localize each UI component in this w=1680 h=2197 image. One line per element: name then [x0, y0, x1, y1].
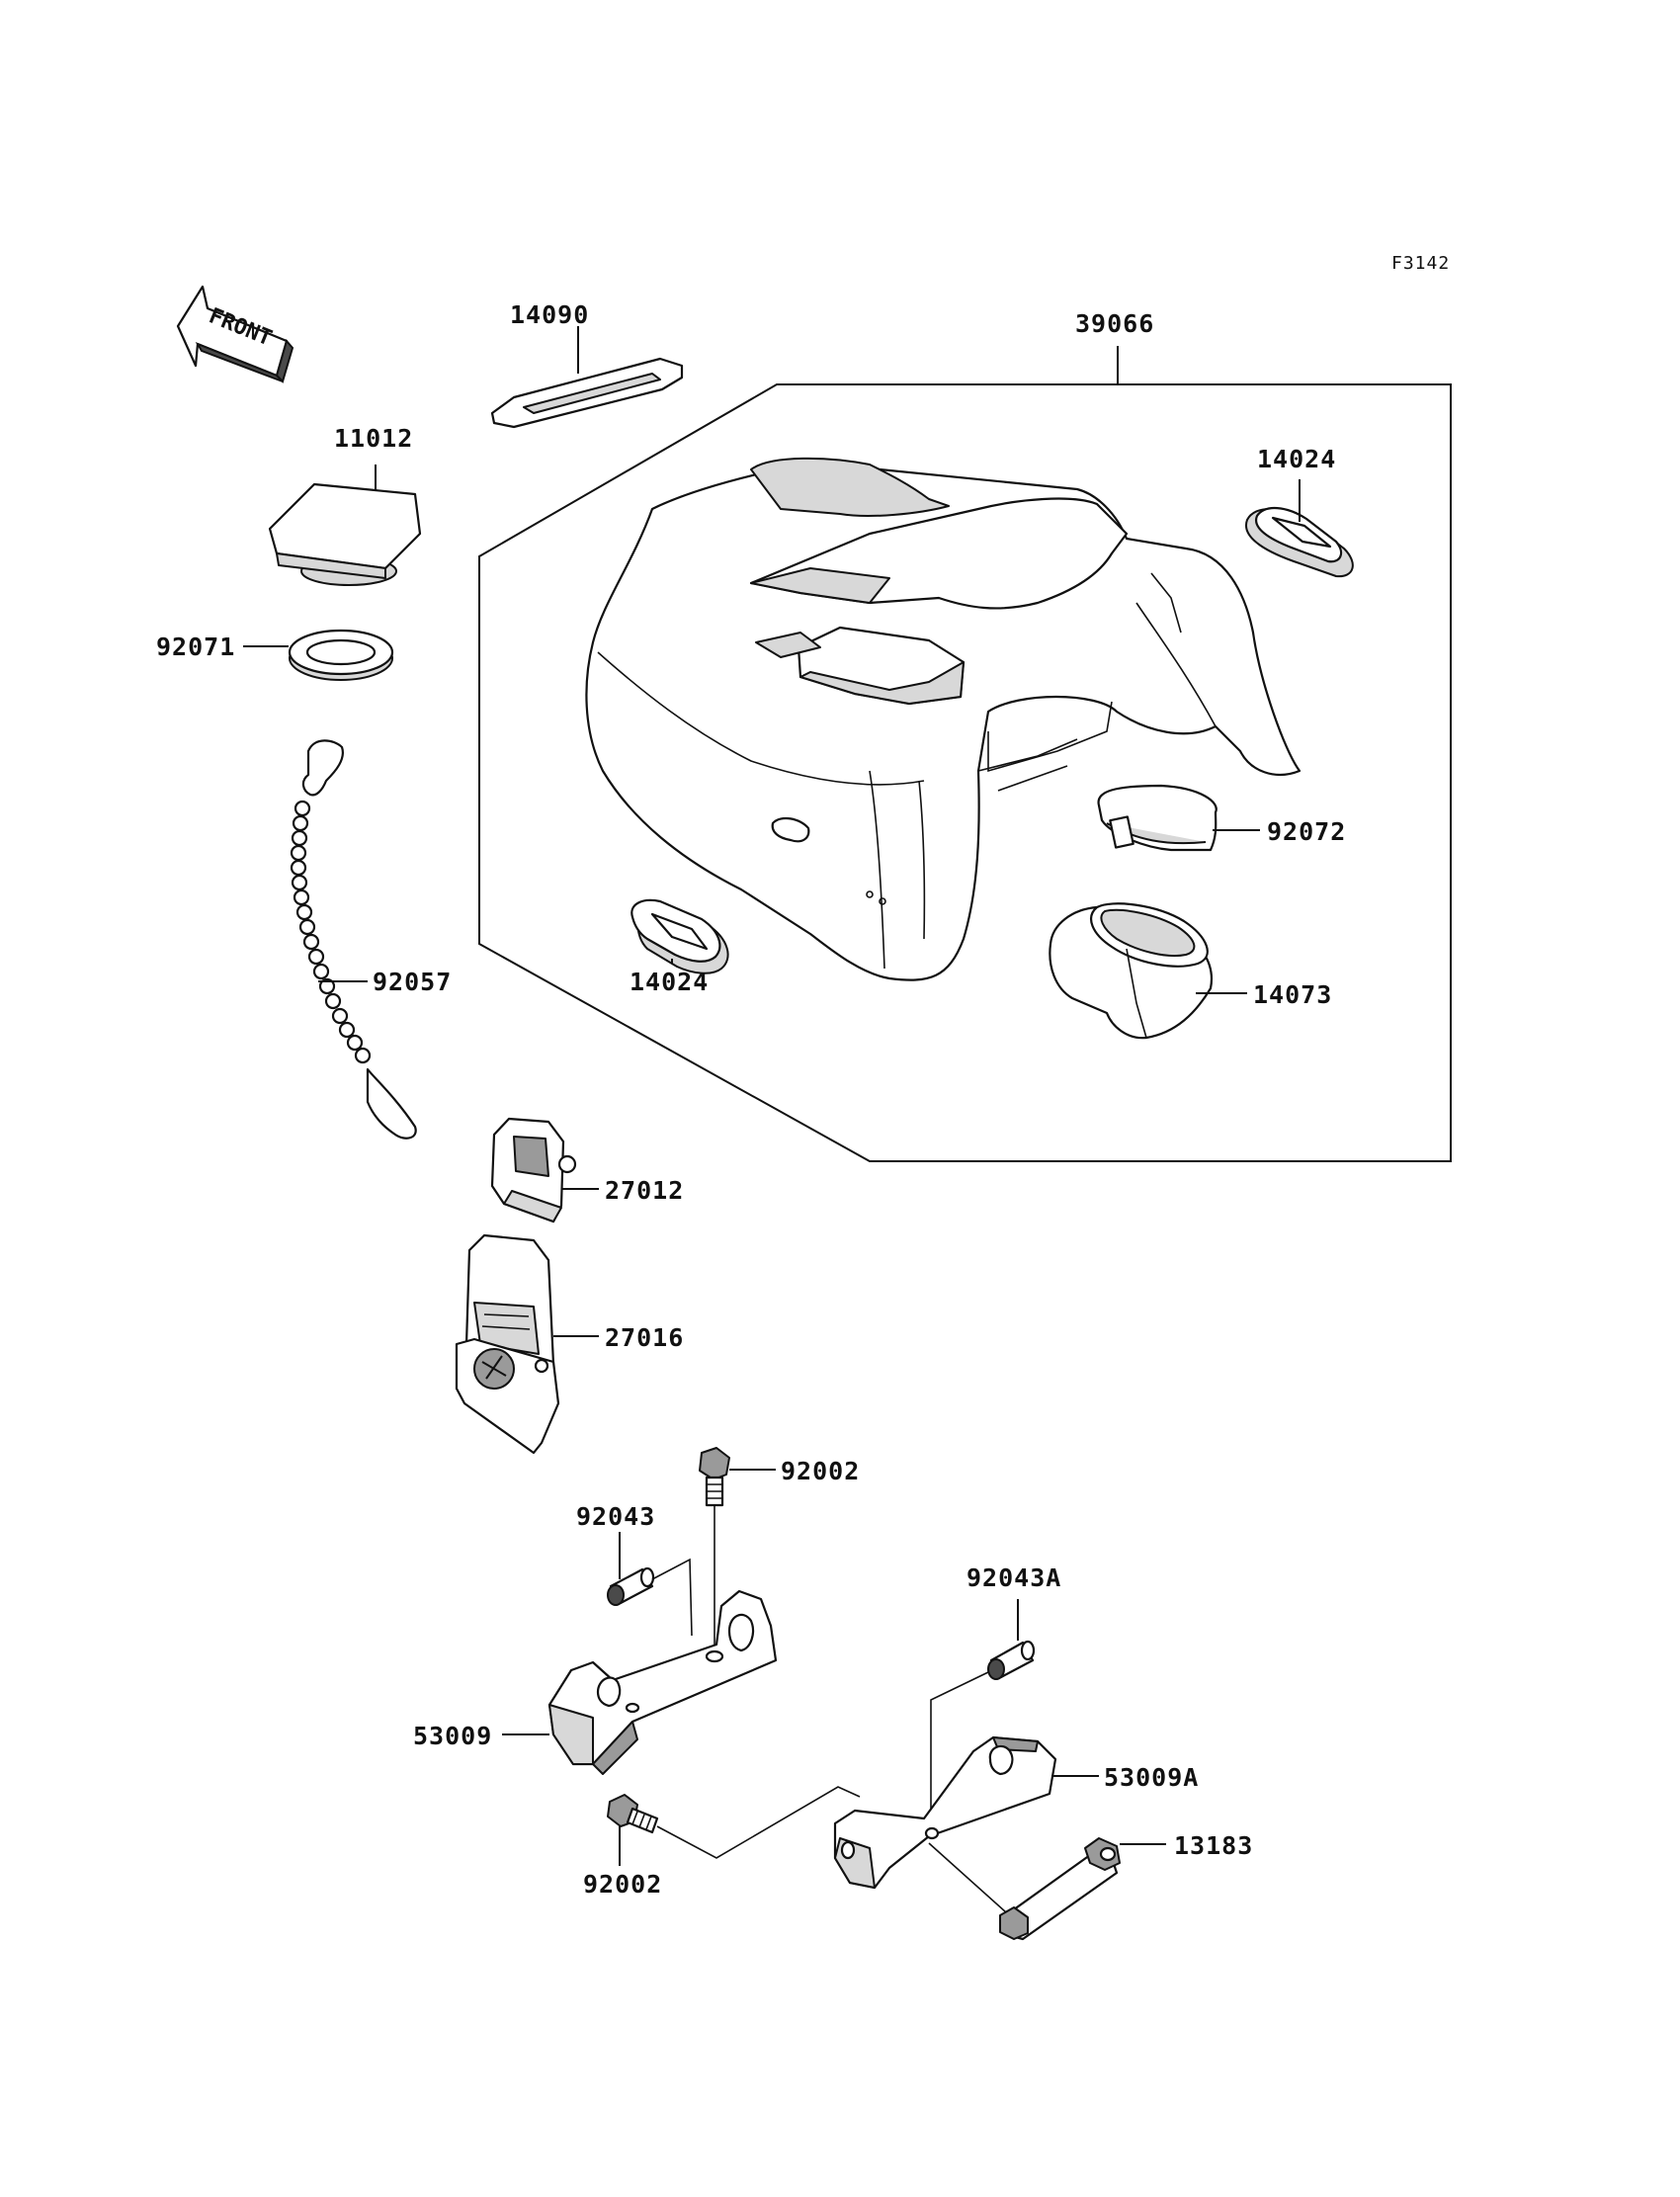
part-label-92002-bottom: 92002 — [583, 1870, 662, 1899]
part-14073-duct — [1049, 902, 1213, 1040]
part-label-14073: 14073 — [1253, 980, 1332, 1009]
part-92057-chain — [290, 739, 417, 1140]
part-13183-spacer — [999, 1837, 1121, 1941]
part-27012-switch — [490, 1117, 577, 1224]
part-label-27016: 27016 — [605, 1323, 684, 1352]
part-label-11012: 11012 — [334, 424, 413, 453]
part-label-92072: 92072 — [1267, 817, 1346, 846]
part-27016-switch-assembly — [455, 1233, 560, 1455]
part-39066-housing — [585, 457, 1302, 981]
part-92002-top-bolt — [699, 1447, 730, 1507]
part-14090-pad — [490, 357, 684, 429]
part-label-14024-top: 14024 — [1257, 445, 1336, 473]
figure-code: F3142 — [1391, 253, 1450, 274]
part-label-53009: 53009 — [413, 1722, 492, 1750]
part-92043-pin — [607, 1566, 655, 1606]
part-label-92002-top: 92002 — [781, 1457, 860, 1485]
part-14024-bottom-grommet — [630, 898, 729, 974]
part-label-14024-bottom: 14024 — [630, 968, 709, 996]
part-label-92043: 92043 — [576, 1502, 655, 1531]
part-92043A-pin — [987, 1640, 1036, 1680]
part-92071-ring — [288, 629, 394, 681]
part-label-14090: 14090 — [510, 300, 589, 329]
part-label-92043A: 92043A — [966, 1563, 1061, 1592]
part-label-39066: 39066 — [1075, 309, 1154, 338]
front-arrow-icon: FRONT — [176, 285, 294, 383]
part-92002-bottom-bolt — [607, 1794, 659, 1834]
part-11012-cap — [268, 482, 422, 586]
part-label-92071: 92071 — [156, 633, 235, 661]
part-92072-clamp — [1097, 784, 1218, 852]
part-label-53009A: 53009A — [1104, 1763, 1199, 1792]
assembly-outline — [478, 383, 1452, 1162]
part-label-27012: 27012 — [605, 1176, 684, 1205]
part-53009-bracket — [547, 1589, 778, 1775]
part-label-13183: 13183 — [1174, 1831, 1253, 1860]
part-label-92057: 92057 — [373, 968, 452, 996]
part-14024-top-grommet — [1244, 507, 1354, 578]
part-53009A-bracket — [833, 1735, 1057, 1890]
